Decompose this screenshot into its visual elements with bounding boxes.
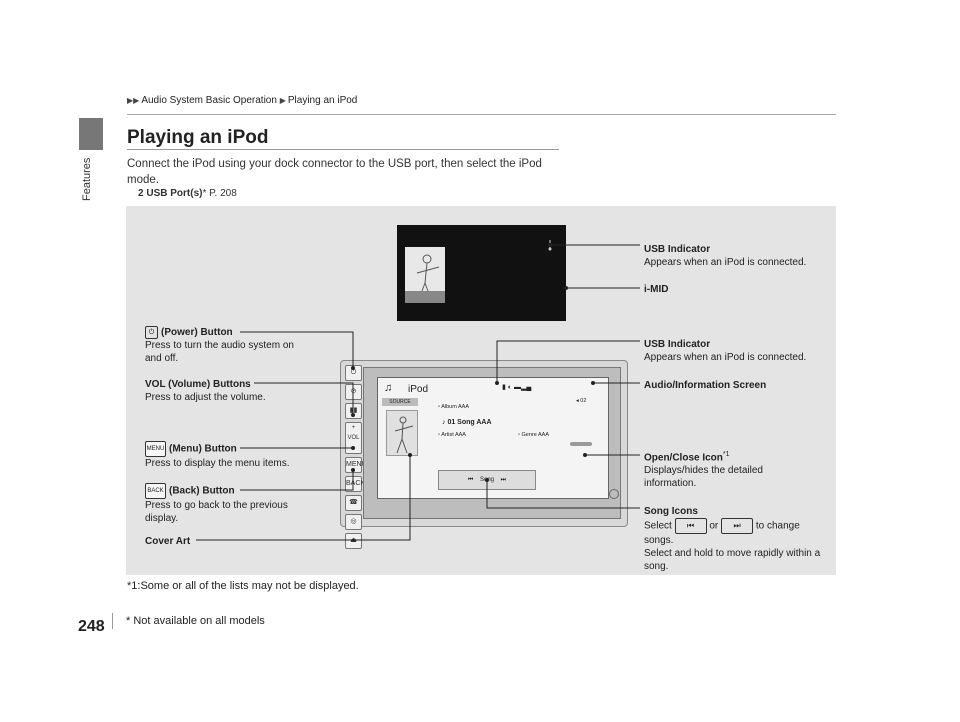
power-button[interactable]: ⏻	[345, 365, 362, 381]
track-count: ◂ 02	[576, 398, 587, 404]
xref-arrow-icon: 2	[138, 188, 144, 199]
open-close-callout: Open/Close Icon*1 Displays/hides the det…	[644, 451, 763, 490]
skip-forward-icon: ⏭	[721, 518, 754, 534]
audio-information-screen[interactable]: ♫ iPod SOURCE ▫ Album AAA ♪ 01 Song AAA …	[377, 377, 609, 499]
power-button-callout: ⏻(Power) Button Press to turn the audio …	[145, 326, 294, 365]
skip-back-icon[interactable]: ⏮	[467, 477, 474, 483]
xref-page: P. 208	[209, 188, 237, 199]
back-button-callout: BACK(Back) Button Press to go back to th…	[145, 483, 315, 525]
skip-forward-icon[interactable]: ⏭	[500, 477, 507, 483]
audio-head-unit: ⏻ ⊘ ▮▮ +VOL− MENU BACK ☎ ◎ ⏏ ♫ iPod SOUR…	[340, 360, 628, 549]
breadcrumb-current: Playing an iPod	[287, 95, 358, 106]
imid-callout: i-MID	[644, 284, 669, 295]
disc-button[interactable]: ◎	[345, 514, 362, 530]
source-button[interactable]: SOURCE	[382, 398, 418, 406]
screen-title: iPod	[408, 384, 429, 395]
genre-row: ▫ Genre AAA	[518, 432, 550, 438]
cross-reference[interactable]: 2 USB Port(s)* P. 208	[138, 188, 237, 199]
back-icon: BACK	[145, 483, 166, 499]
section-tab	[79, 118, 103, 150]
breadcrumb-parent[interactable]: Audio System Basic Operation	[141, 95, 277, 106]
breadcrumb-arrow-icon: ▶	[279, 96, 286, 105]
breadcrumb: ▶▶Audio System Basic Operation ▶Playing …	[127, 95, 357, 106]
breadcrumb-arrow-icon: ▶▶	[127, 96, 140, 105]
menu-icon: MENU	[145, 441, 166, 457]
cover-art-callout: Cover Art	[145, 536, 191, 547]
page-title: Playing an iPod	[127, 127, 269, 148]
menu-button-callout: MENU(Menu) Button Press to display the m…	[145, 441, 315, 470]
volume-buttons[interactable]: +VOL−	[345, 422, 362, 454]
skip-back-icon: ⏮	[674, 518, 707, 534]
open-close-icon[interactable]	[570, 442, 592, 446]
footer-divider	[112, 613, 113, 629]
guitarist-figure-icon	[394, 416, 414, 454]
knob-button[interactable]	[609, 489, 619, 499]
availability-note: * Not available on all models	[126, 615, 265, 627]
phone-button[interactable]: ☎	[345, 495, 362, 511]
song-icons-callout: Song Icons Select ⏮ or ⏭ to change songs…	[644, 506, 821, 572]
music-note-icon: ♫	[384, 382, 393, 394]
artist-row: ▫ Artist AAA	[438, 432, 466, 438]
title-rule	[127, 149, 559, 150]
album-row: ▫ Album AAA	[438, 404, 470, 410]
screen-cover-art	[386, 410, 418, 456]
power-icon: ⏻	[145, 326, 158, 339]
header-rule	[127, 114, 836, 115]
status-icons: ▮ ◐ ▬▂▄	[502, 384, 532, 391]
audio-screen-callout: Audio/Information Screen	[644, 380, 767, 391]
intro-text: Connect the iPod using your dock connect…	[127, 158, 542, 186]
xref-label: USB Port(s)	[146, 188, 203, 199]
imid-display	[397, 225, 566, 321]
song-row: ♪ 01 Song AAA	[442, 419, 492, 426]
imid-cover-art-base	[405, 291, 445, 303]
page-number: 248	[78, 618, 105, 635]
footnote: *1:Some or all of the lists may not be d…	[127, 580, 359, 592]
xref-star: *	[202, 188, 207, 199]
